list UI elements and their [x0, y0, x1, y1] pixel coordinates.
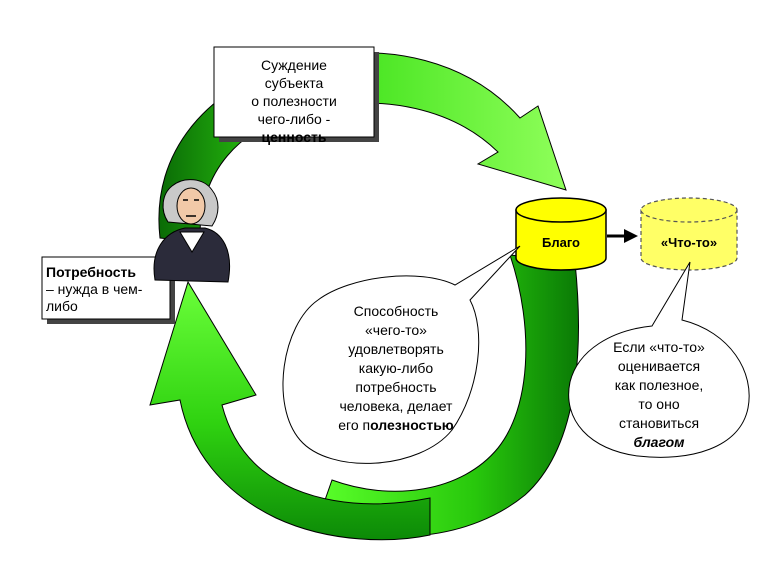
portrait-icon	[153, 179, 230, 283]
ability-line-1: Способность	[353, 303, 439, 319]
need-box	[41, 256, 171, 320]
if-bubble-text: Если «что-то» оценивается как полезное, …	[578, 338, 740, 452]
if-line-4: то оно	[638, 396, 680, 412]
if-line-5: становиться	[618, 415, 700, 431]
ability-line-6: человека, делает	[339, 398, 453, 414]
good-to-something-arrow	[607, 229, 638, 243]
judgement-line-3: о полезности	[251, 93, 337, 109]
judgement-box	[213, 46, 375, 138]
judgement-box-text: Суждение субъекта о полезности чего-либо…	[216, 56, 372, 146]
something-label: «Что-то»	[660, 235, 718, 250]
something-cylinder	[640, 197, 738, 271]
judgement-bold-word: ценность	[261, 129, 327, 145]
need-box-text: Потребность – нужда в чем- либо	[46, 264, 170, 315]
need-line-2: либо	[46, 298, 78, 314]
ability-line-4: какую-либо	[358, 360, 434, 376]
ability-line-3: удовлетворять	[348, 341, 444, 357]
if-line-2: оценивается	[617, 358, 701, 374]
ability-prefix: его п	[338, 417, 371, 433]
good-label: Благо	[541, 235, 581, 250]
bottom-cycle-arrow	[149, 280, 431, 541]
ability-last-line: его полезностью	[306, 416, 486, 435]
if-line-1: Если «что-то»	[613, 339, 705, 355]
judgement-line-2: субъекта	[264, 75, 324, 91]
if-bubble	[568, 261, 750, 458]
if-line-3: как полезное,	[614, 377, 704, 393]
if-bold-word: благом	[633, 434, 685, 450]
ability-line-2: «чего-то»	[365, 322, 427, 338]
need-line-1: – нужда в чем-	[46, 281, 143, 297]
ability-bold-word: олезностью	[370, 417, 454, 433]
good-cylinder	[515, 197, 607, 271]
judgement-line-1: Суждение	[261, 57, 327, 73]
need-bold-word: Потребность	[46, 264, 136, 280]
ability-line-5: потребность	[355, 379, 437, 395]
ability-bubble-text: Способность «чего-то» удовлетворять каку…	[306, 302, 486, 435]
judgement-line-4: чего-либо -	[257, 111, 331, 127]
ability-bubble	[282, 245, 521, 464]
